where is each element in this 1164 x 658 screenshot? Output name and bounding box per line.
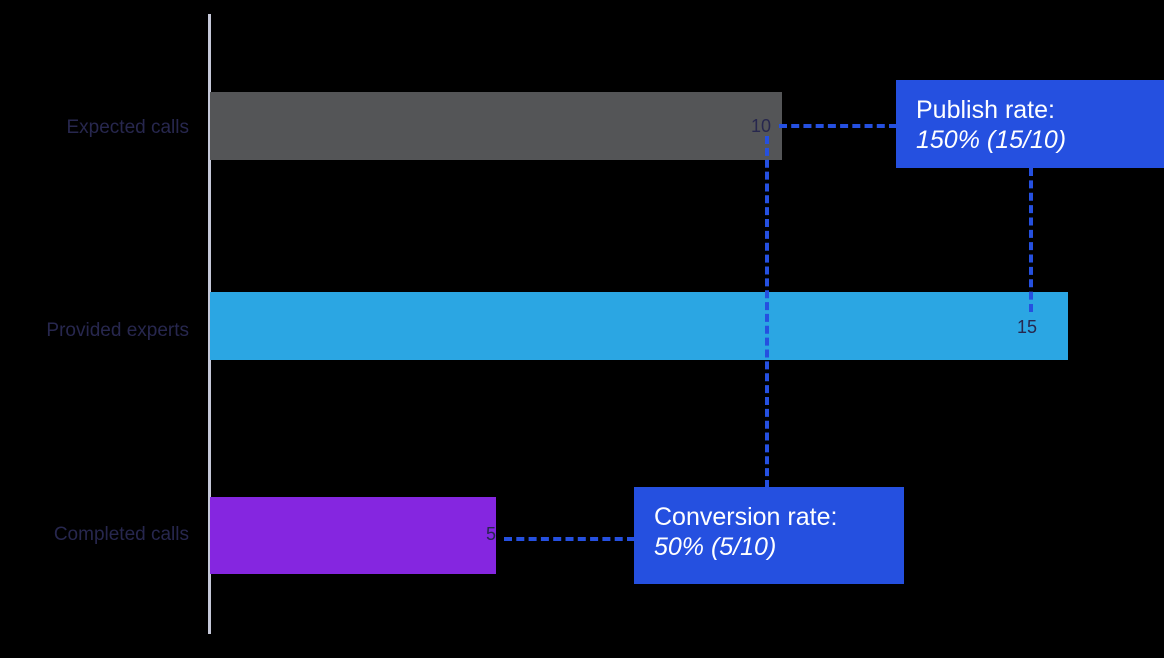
value-label-completed-calls: 5 [486,524,497,544]
annotation-publish-rate-title: Publish rate: [916,96,1055,124]
annotation-publish-rate-value: 150% (15/10) [916,125,1067,154]
annotation-publish-rate: Publish rate: 150% (15/10) [896,80,1164,168]
annotation-conversion-rate: Conversion rate: 50% (5/10) [634,487,904,584]
connector-publish-box-to-provided [1029,168,1033,312]
bar-provided-experts [210,292,1069,360]
connector-expected-to-conversion-box [765,136,769,488]
category-label-completed-calls: Completed calls [53,524,189,545]
bar-expected-calls [210,92,783,160]
value-label-provided-experts: 15 [1017,317,1038,337]
bar-completed-calls [210,497,497,574]
value-label-expected-calls: 10 [751,116,772,136]
annotation-conversion-rate-title: Conversion rate: [654,503,838,531]
category-label-expected-calls: Expected calls [66,117,189,138]
y-axis-line [208,14,211,634]
category-label-provided-experts: Provided experts [46,320,189,341]
annotation-conversion-rate-value: 50% (5/10) [654,532,777,561]
connector-completed-to-conversion-box [504,537,635,541]
connector-expected-to-publish-box [779,124,897,128]
